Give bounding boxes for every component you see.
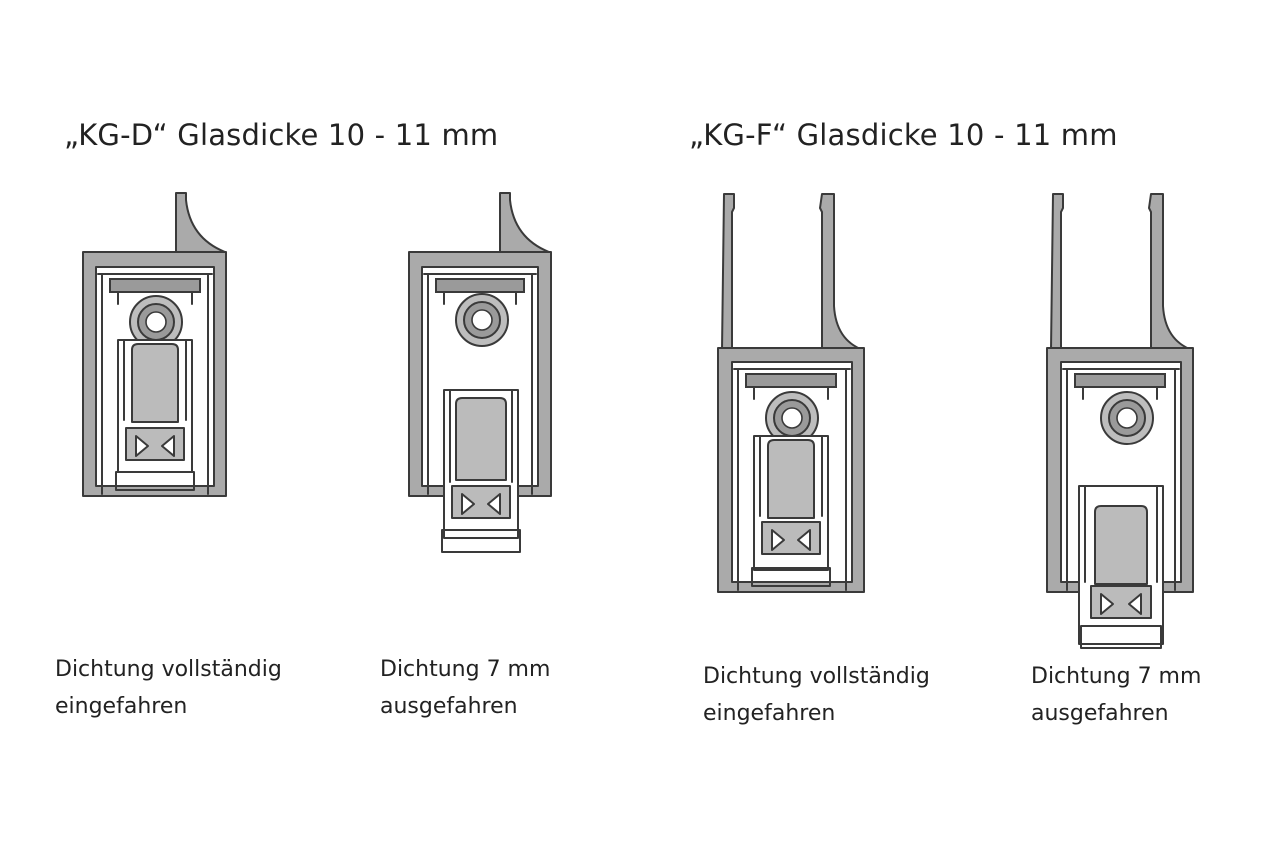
caption-kg-d-extended: Dichtung 7 mm ausgefahren xyxy=(380,657,551,719)
sealing-insert xyxy=(455,397,507,481)
seal-lip xyxy=(441,485,521,553)
caption-kg-f-retracted: Dichtung vollständig eingefahren xyxy=(703,664,930,726)
glass-clamp-lip xyxy=(175,192,226,253)
caption-kg-f-extended: Dichtung 7 mm ausgefahren xyxy=(1031,664,1202,726)
caption-kg-d-retracted: Dichtung vollständig eingefahren xyxy=(55,657,282,719)
inner-carrier xyxy=(97,273,213,495)
adjustment-screw xyxy=(1100,391,1154,445)
profile-kg-f-extended xyxy=(1045,190,1205,660)
seal-lip xyxy=(115,427,195,491)
profile-kg-d-extended xyxy=(408,190,568,570)
sealing-insert xyxy=(767,439,815,519)
inner-carrier xyxy=(1062,368,1180,591)
inner-carrier xyxy=(733,368,851,591)
seal-lip xyxy=(751,521,831,587)
adjustment-screw xyxy=(455,293,509,347)
profile-kg-f-retracted xyxy=(717,190,878,600)
profile-kg-d-retracted xyxy=(80,190,240,500)
sealing-insert xyxy=(131,343,179,423)
sealing-insert xyxy=(1094,505,1148,585)
heading-kg-f: „KG-F“ Glasdicke 10 - 11 mm xyxy=(689,118,1118,152)
glass-clamp-lip xyxy=(499,192,550,253)
inner-carrier xyxy=(423,273,537,495)
heading-kg-d: „KG-D“ Glasdicke 10 - 11 mm xyxy=(64,118,499,152)
adjustment-screw xyxy=(129,295,183,349)
seal-lip xyxy=(1080,585,1162,649)
